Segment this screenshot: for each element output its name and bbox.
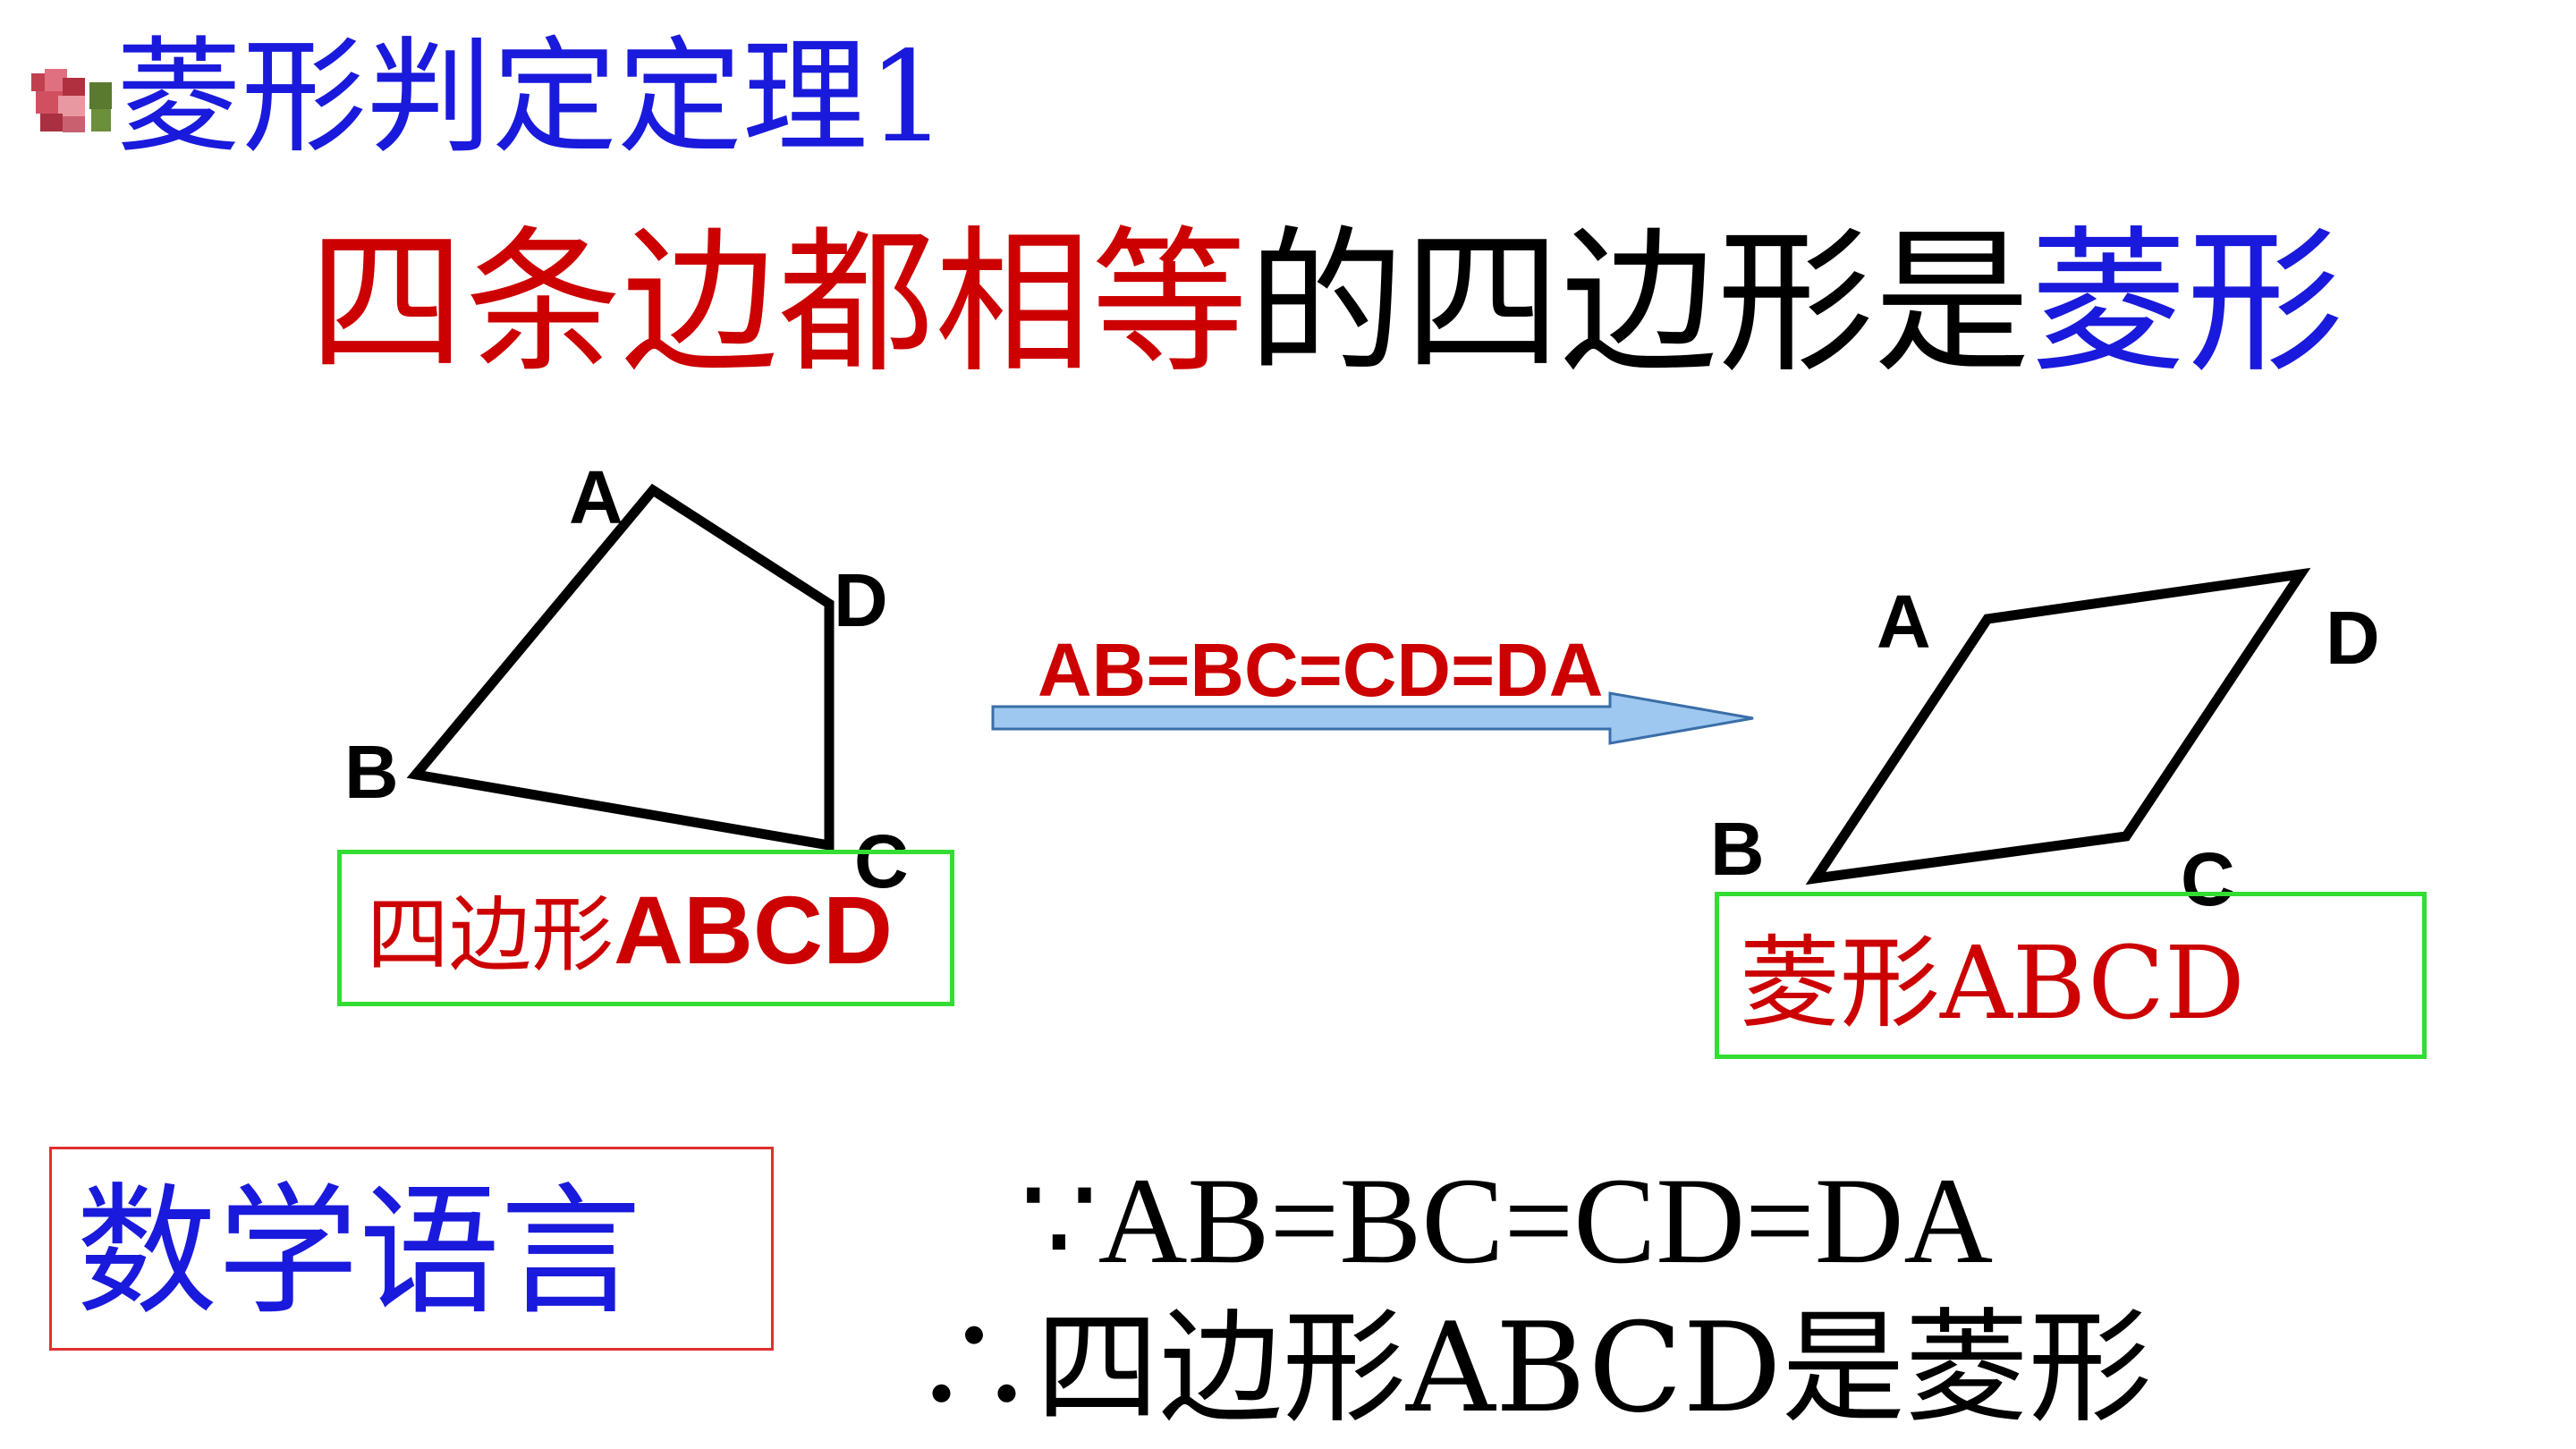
left-vertex-a: A <box>569 455 623 539</box>
left-caption-box <box>337 850 954 1006</box>
because-statement: ∵AB=BC=CD=DA <box>1020 1149 1993 1292</box>
right-rhombus <box>1805 567 2311 886</box>
right-vertex-c: C <box>2181 837 2235 921</box>
condition-label: AB=BC=CD=DA <box>1038 628 1603 712</box>
theorem-middle: 的四边形是 <box>1248 213 2030 394</box>
left-vertex-c: C <box>854 819 909 903</box>
right-caption: 菱形ABCD <box>1740 926 2245 1042</box>
left-vertex-d: D <box>834 558 888 642</box>
math-language-label: 数学语言 <box>76 1170 641 1335</box>
therefore-text: 四边形ABCD是菱形 <box>1036 1296 2152 1440</box>
right-vertex-d: D <box>2326 596 2380 680</box>
math-language-box <box>49 1147 774 1351</box>
theorem-statement: 四条边都相等的四边形是菱形 <box>309 215 2343 394</box>
slide-title: 菱形判定定理1 <box>116 25 948 171</box>
left-caption-latin: ABCD <box>614 876 893 984</box>
left-caption-cn: 四边形 <box>367 887 614 983</box>
therefore-statement: ∴四边形ABCD是菱形 <box>912 1297 2152 1440</box>
left-caption: 四边形ABCD <box>367 881 893 985</box>
therefore-symbol: ∴ <box>912 1296 1037 1440</box>
because-symbol: ∵ <box>1020 1152 1098 1289</box>
right-vertex-b: B <box>1710 807 1765 891</box>
theorem-condition: 四条边都相等 <box>309 213 1248 394</box>
right-vertex-a: A <box>1877 580 1931 664</box>
implication-arrow <box>991 691 1754 745</box>
left-vertex-b: B <box>344 730 399 814</box>
because-text: AB=BC=CD=DA <box>1097 1152 1994 1289</box>
right-caption-box <box>1715 892 2427 1059</box>
left-quadrilateral <box>406 483 835 852</box>
flower-icon <box>27 64 116 136</box>
theorem-conclusion: 菱形 <box>2030 213 2343 394</box>
